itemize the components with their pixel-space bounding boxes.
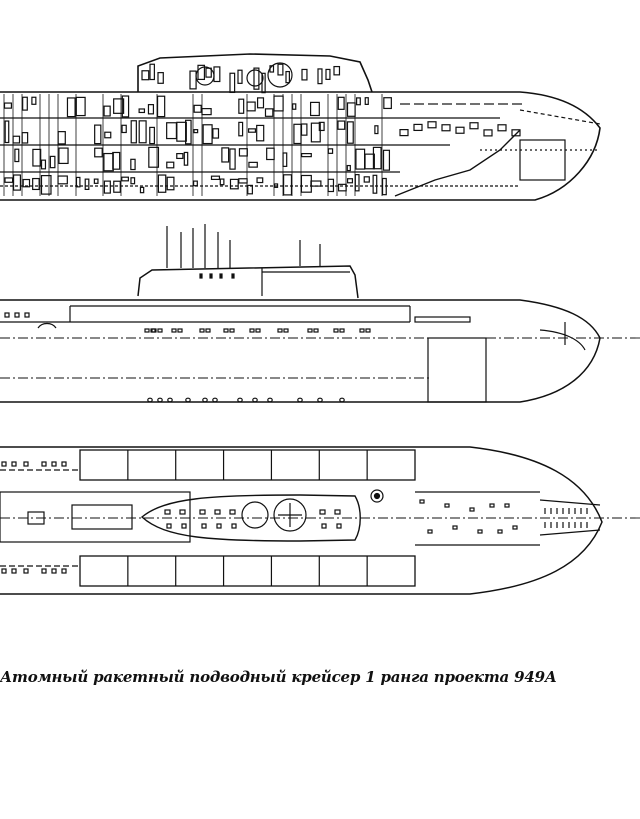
profile-side-view [0,224,640,403]
figure-caption: Атомный ракетный подводный крейсер 1 ран… [0,668,557,686]
plan-view [0,446,640,595]
cutaway-side-view [0,53,601,201]
